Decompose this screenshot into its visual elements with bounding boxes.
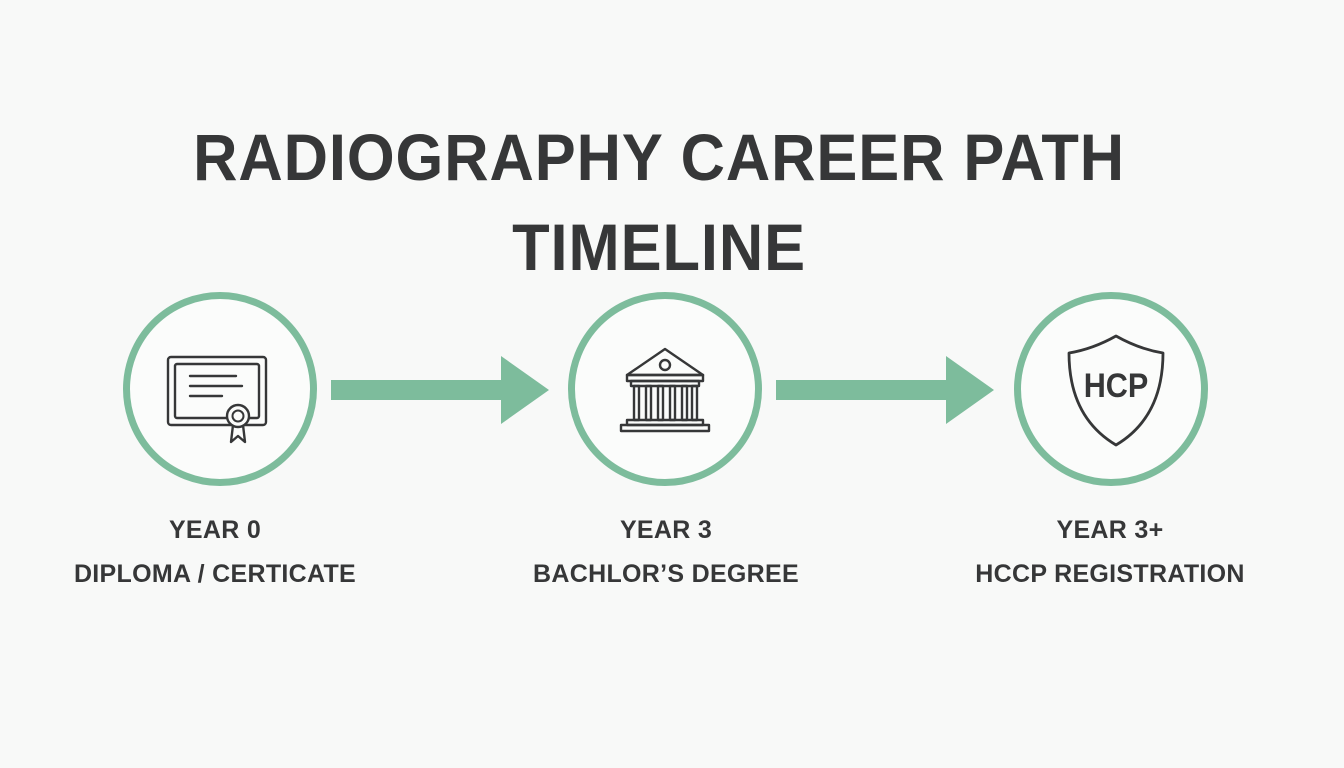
university-building-icon: [619, 347, 711, 433]
shield-label: HCP: [1084, 367, 1149, 405]
step-label-registration: YEAR 3+ HCCP REGISTRATION: [940, 508, 1280, 596]
step-circle-bachelor: [568, 292, 762, 486]
step-year: YEAR 3+: [1056, 516, 1164, 544]
step-label-diploma: YEAR 0 DIPLOMA / CERTICATE: [45, 508, 385, 596]
step-year: YEAR 0: [168, 516, 262, 544]
hcp-shield-icon: HCP: [1067, 334, 1165, 447]
diploma-certificate-icon: [166, 355, 268, 444]
step-year: YEAR 3: [619, 516, 713, 544]
step-label-bachelor: YEAR 3 BACHLOR’S DEGREE: [496, 508, 836, 596]
arrow-2: [776, 356, 994, 424]
step-circle-registration: HCP: [1014, 292, 1208, 486]
arrow-1: [331, 356, 549, 424]
step-name: BACHLOR’S DEGREE: [533, 560, 799, 588]
step-name: HCCP REGISTRATION: [975, 560, 1245, 588]
step-circle-diploma: [123, 292, 317, 486]
step-name: DIPLOMA / CERTICATE: [73, 560, 357, 588]
page-title: RADIOGRAPHY CAREER PATH TIMELINE: [193, 120, 1126, 284]
